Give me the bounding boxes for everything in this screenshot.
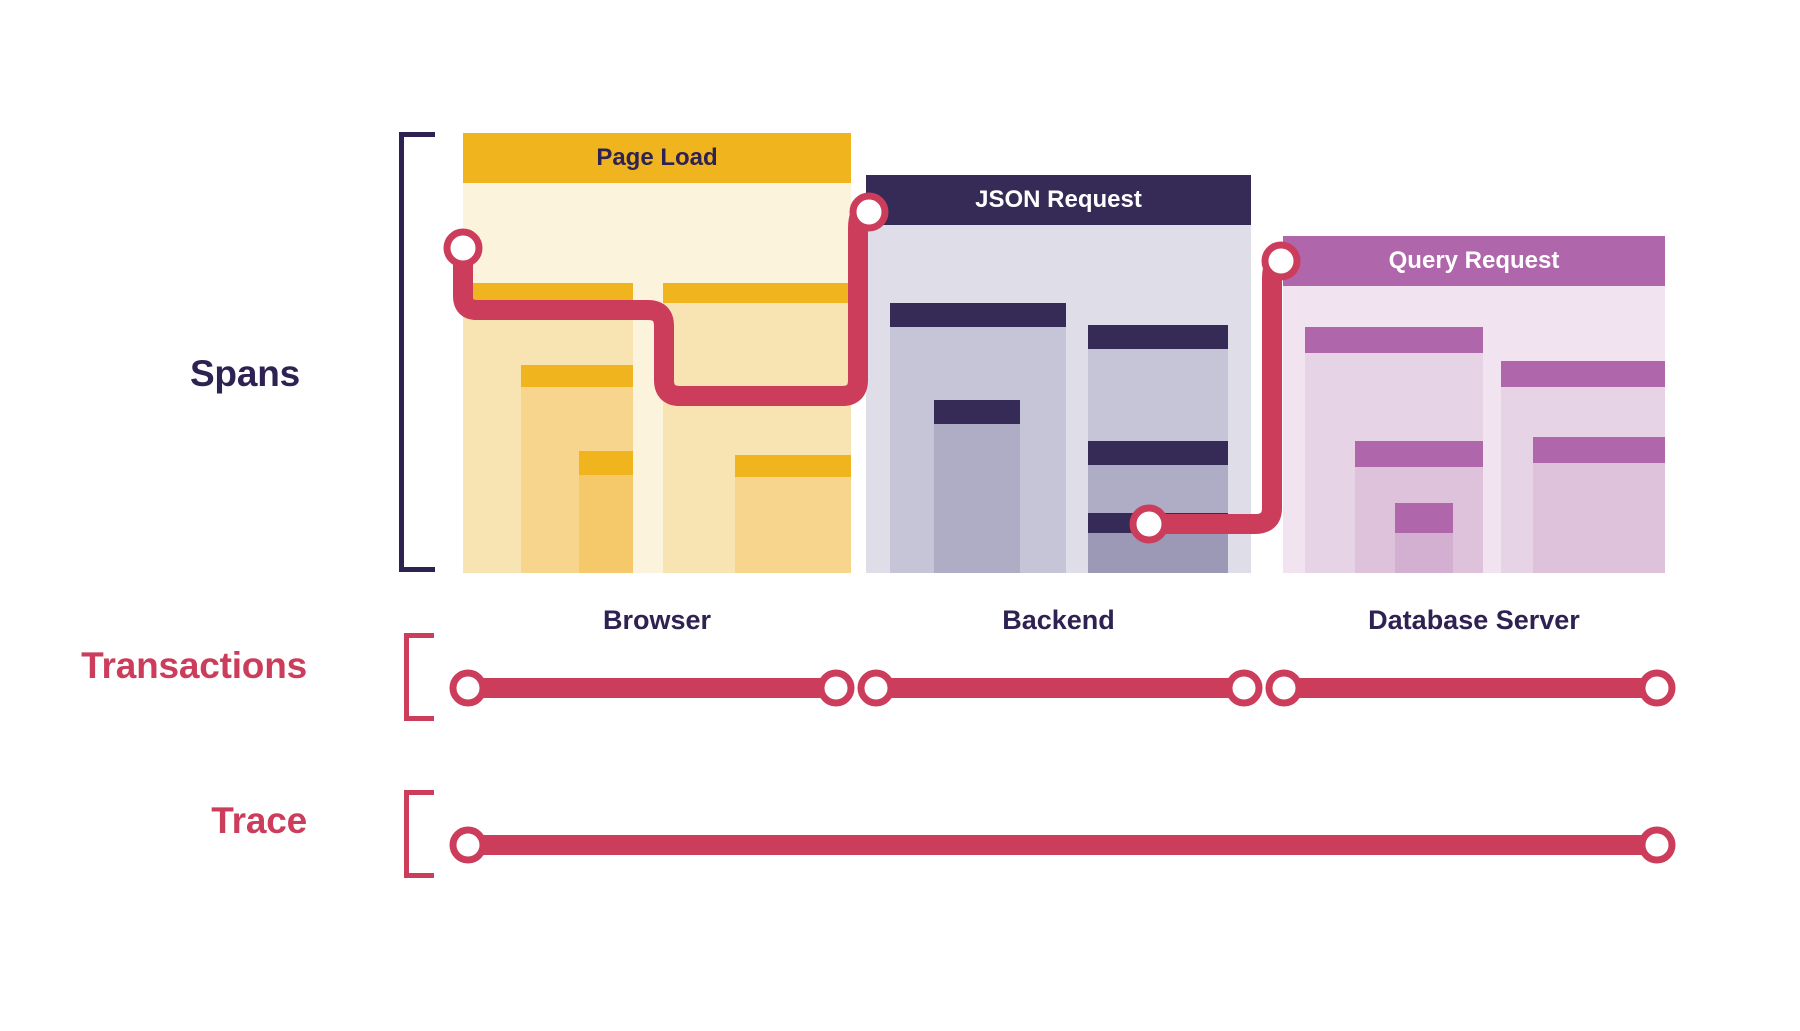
service-name-database: Database Server <box>1368 605 1580 635</box>
panel-body-database <box>1283 286 1665 573</box>
transaction-endpoint[interactable] <box>1225 669 1263 707</box>
span-bar[interactable] <box>579 451 633 573</box>
transaction-endpoint[interactable] <box>449 669 487 707</box>
span-bar-cap <box>1355 441 1483 467</box>
transaction-endpoint[interactable] <box>1638 669 1676 707</box>
transaction-endpoint[interactable] <box>817 669 855 707</box>
span-bar-cap <box>1395 503 1453 533</box>
span-bar-cap <box>1501 361 1665 387</box>
transaction-title-database: Query Request <box>1283 236 1665 286</box>
span-bar-cap <box>1305 327 1483 353</box>
row-label-trace: Trace <box>211 800 307 841</box>
transactions-bracket <box>404 633 434 721</box>
span-bar[interactable] <box>1355 441 1483 573</box>
transaction-endpoint[interactable] <box>1265 669 1303 707</box>
span-bar-cap <box>579 451 633 475</box>
transaction-endpoint[interactable] <box>857 669 895 707</box>
span-bar[interactable] <box>1533 437 1665 573</box>
trace-bracket <box>404 790 434 878</box>
span-bar-cap <box>1533 437 1665 463</box>
span-bar[interactable] <box>1395 503 1453 573</box>
service-name-browser: Browser <box>602 605 712 635</box>
trace-endpoint[interactable] <box>449 826 487 864</box>
span-bar-cap <box>735 455 851 477</box>
span-bar-fill <box>934 400 1020 573</box>
service-panel-database[interactable]: Query Request <box>1283 236 1665 573</box>
row-label-transactions: Transactions <box>81 645 307 686</box>
spans-bracket <box>399 132 435 572</box>
span-bar[interactable] <box>934 400 1020 573</box>
transaction-title-backend: JSON Request <box>866 175 1251 225</box>
service-name-backend: Backend <box>1002 605 1115 635</box>
span-bar-cap <box>890 303 1066 327</box>
transaction-title-browser: Page Load <box>463 133 851 183</box>
span-bar-cap <box>934 400 1020 424</box>
row-label-spans: Spans <box>189 353 300 394</box>
span-bar[interactable] <box>735 455 851 573</box>
trace-endpoint[interactable] <box>1638 826 1676 864</box>
